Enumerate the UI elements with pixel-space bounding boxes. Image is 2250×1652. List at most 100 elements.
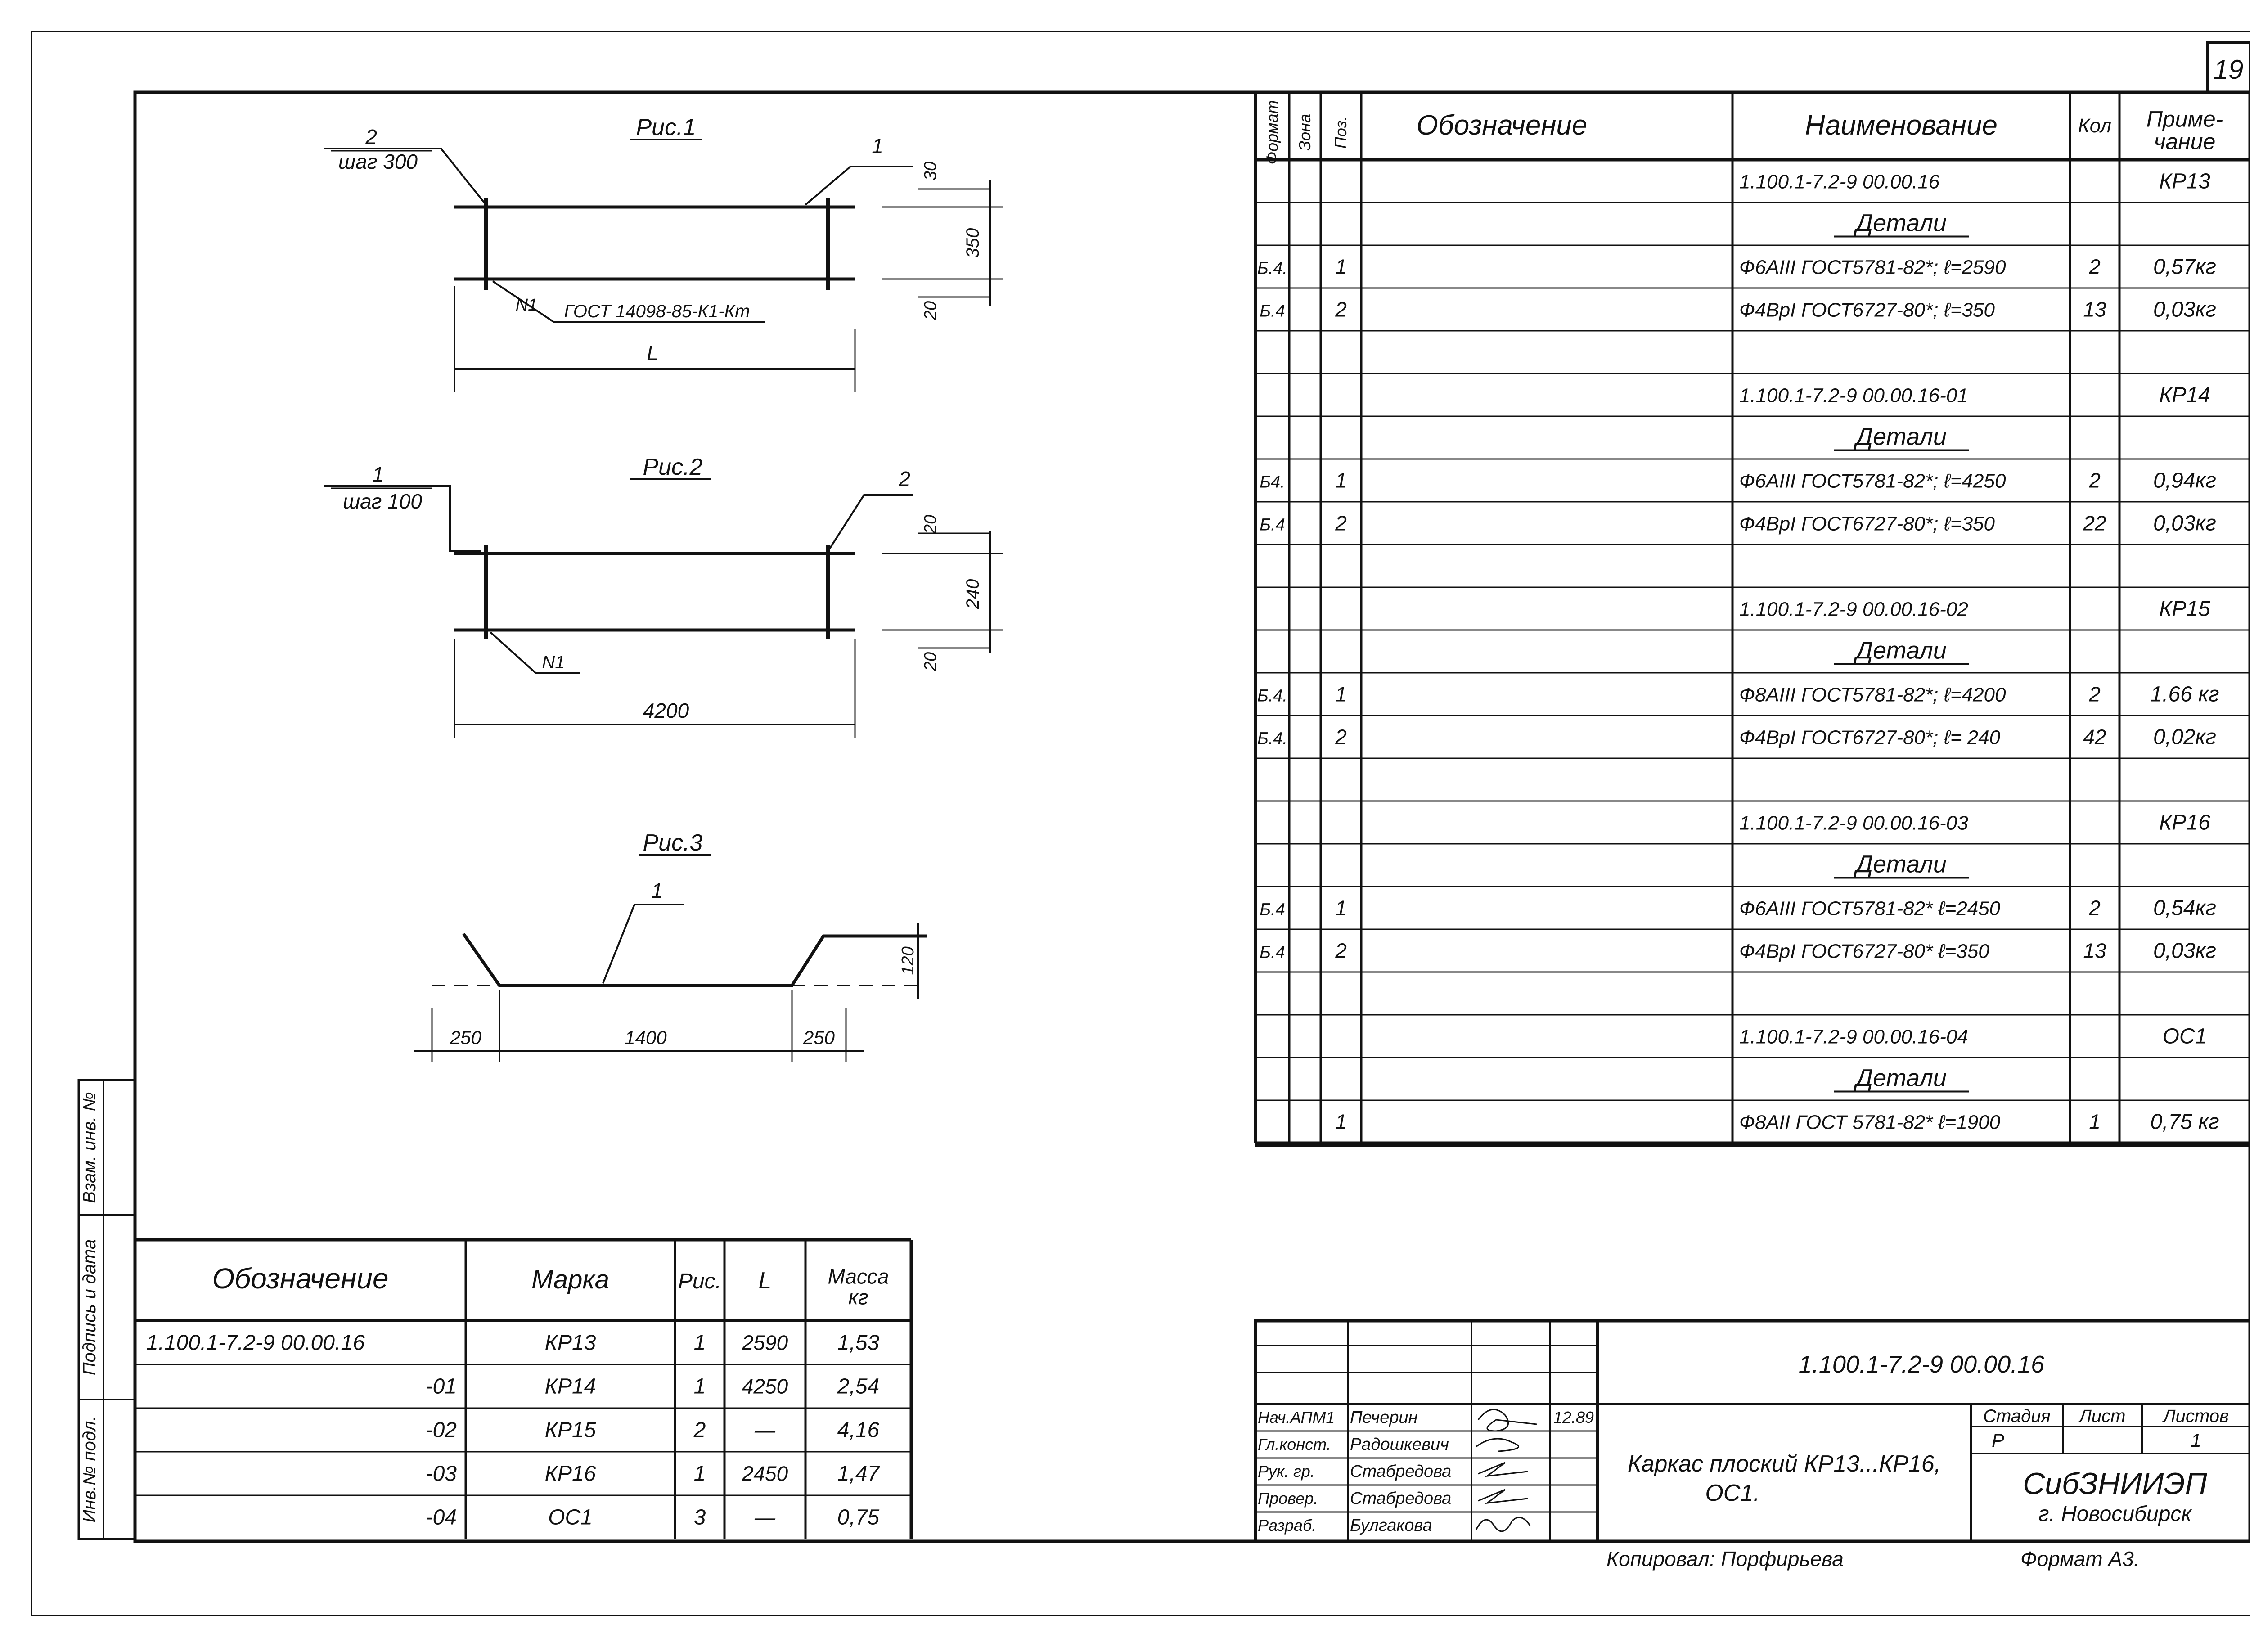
spec-cell-note: 0,94кг [2153,469,2216,493]
fig1-leader-left-text: шаг 300 [338,150,418,173]
spec-cell-format: Б.4 [1260,302,1285,321]
signature-role: Гл.конст. [1258,1435,1331,1454]
signature-role: Провер. [1258,1489,1318,1508]
spec-cell-qty: 2 [2088,896,2101,920]
title-product-name-1: Каркас плоский КР13...КР16, [1628,1451,1941,1477]
title-doc-code: 1.100.1-7.2-9 00.00.16 [1799,1351,2045,1378]
marks-cell-mass: 1,53 [837,1331,880,1355]
spec-cell-format: Б4. [1260,473,1285,492]
marks-cell-fig: 1 [694,1462,706,1486]
sheet-number-box [2206,41,2250,94]
signature-name: Радошкевич [1350,1435,1449,1454]
fig1-title: Рис.1 [636,114,696,140]
spec-cell-qty: 13 [2083,939,2106,963]
spec-cell-note: 0,54кг [2153,896,2216,920]
fig2-dim-top: 20 [921,515,940,534]
figure-2 [324,478,1004,738]
fig3-title: Рис.3 [643,830,703,856]
spec-cell-note: КР16 [2159,811,2210,835]
spec-cell-pos: 1 [1335,1110,1347,1134]
marks-cell-designation: -04 [426,1506,457,1530]
spec-header-designation: Обозначение [1417,110,1588,141]
spec-cell-name: 1.100.1-7.2-9 00.00.16-02 [1739,599,1968,621]
spec-header-format: Формат [1263,100,1282,165]
spec-cell-name: Ф8АIII ГОСТ5781-82*; ℓ=4200 [1739,684,2006,706]
spec-cell-name: Детали [1854,637,1947,664]
marks-cell-length: 2590 [742,1331,788,1355]
spec-cell-name: 1.100.1-7.2-9 00.00.16-04 [1739,1026,1968,1048]
marks-cell-fig: 1 [694,1375,706,1399]
spec-cell-pos: 1 [1335,255,1347,279]
fig1-leader-right-num: 1 [872,134,883,158]
marks-cell-mark: ОС1 [548,1506,593,1530]
fig1-dim-length: L [647,341,658,365]
spec-cell-pos: 2 [1335,939,1347,963]
marks-cell-mass: 1,47 [837,1462,881,1486]
side-stamp [77,1079,136,1540]
fig3-leader-num: 1 [651,879,663,902]
fig3-dim-right: 250 [803,1027,835,1048]
spec-header-pos: Поз. [1332,116,1350,149]
title-sheets-label: Листов [2162,1406,2229,1426]
spec-cell-note: 0,75 кг [2150,1110,2219,1134]
spec-cell-name: 1.100.1-7.2-9 00.00.16-01 [1739,385,1968,407]
marks-cell-length: — [754,1418,776,1442]
fig1-weld-label: N1 [516,296,538,315]
marks-cell-mass: 2,54 [837,1375,879,1399]
spec-cell-pos: 1 [1335,683,1347,706]
fig2-title: Рис.2 [643,454,703,480]
fig2-dim-height: 240 [963,579,983,610]
marks-cell-length: 2450 [742,1462,788,1485]
spec-cell-qty: 13 [2083,298,2106,321]
spec-cell-note: КР15 [2159,597,2210,621]
spec-cell-name: Ф6АIII ГОСТ5781-82* ℓ=2450 [1739,898,2001,920]
fig2-dim-length: 4200 [643,699,689,722]
marks-cell-mark: КР14 [545,1375,596,1399]
fig1-gost-label: ГОСТ 14098-85-К1-Кт [564,302,750,321]
spec-cell-name: Ф4ВрI ГОСТ6727-80* ℓ=350 [1739,941,1989,963]
spec-cell-name: Детали [1854,210,1947,237]
spec-cell-format: Б.4. [1257,687,1287,706]
spec-header-zone: Зона [1296,114,1314,151]
outer-border [31,31,2250,1616]
fig1-dim-height: 350 [963,228,983,258]
signature-role: Нач.АПМ1 [1258,1408,1335,1427]
spec-cell-note: 0,03кг [2153,939,2216,963]
signature-name: Стабредова [1350,1462,1451,1481]
signature-name: Булгакова [1350,1516,1432,1535]
spec-cell-name: Ф4ВрI ГОСТ6727-80*; ℓ=350 [1739,299,1995,321]
spec-cell-qty: 1 [2089,1110,2101,1134]
marks-header-length: L [759,1268,772,1294]
spec-cell-name: Детали [1854,1065,1947,1092]
fig2-leader-left-text: шаг 100 [343,490,422,513]
spec-cell-qty: 2 [2088,683,2101,706]
signature-role: Разраб. [1258,1516,1316,1535]
marks-cell-designation: -02 [426,1418,457,1442]
fig1-leader-left-num: 2 [365,125,377,149]
sheet-format: Формат А3. [2020,1547,2139,1571]
marks-cell-mark: КР16 [545,1462,596,1486]
marks-cell-length: — [754,1506,776,1529]
marks-header-fig: Рис. [678,1269,721,1293]
spec-cell-note: 0,57кг [2153,255,2216,279]
side-stamp-signature-date: Подпись и дата [80,1239,99,1376]
title-sheets-value: 1 [2191,1430,2201,1451]
title-org-city: г. Новосибирск [2038,1502,2192,1526]
signature-marks [1475,1409,1537,1532]
spec-cell-qty: 2 [2088,469,2101,492]
figure-1 [324,139,1004,392]
spec-cell-note: ОС1 [2163,1025,2207,1049]
spec-cell-name: Детали [1854,423,1947,450]
spec-cell-name: Ф6АIII ГОСТ5781-82*; ℓ=4250 [1739,470,2006,492]
fig3-dim-height: 120 [899,946,918,975]
inner-frame [133,90,2250,1543]
marks-cell-mass: 0,75 [837,1506,880,1530]
spec-cell-name: 1.100.1-7.2-9 00.00.16-03 [1739,812,1968,834]
copied-by: Копировал: Порфирьева [1606,1547,1844,1571]
fig2-leader-left-num: 1 [372,463,384,486]
